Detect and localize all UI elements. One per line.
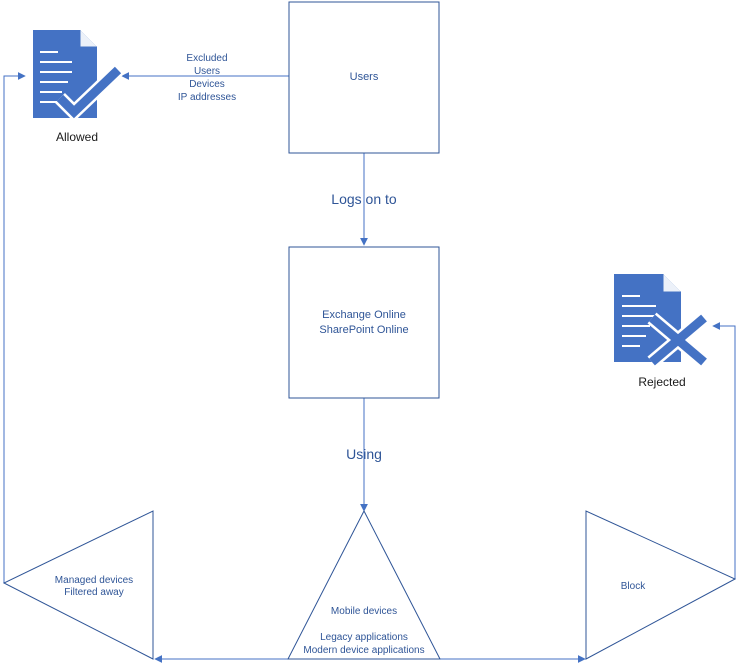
excluded-label-line-2: Users	[194, 66, 220, 77]
block-label: Block	[621, 581, 646, 592]
connector-block-to-rejected	[712, 322, 736, 579]
rejected-label: Rejected	[638, 375, 685, 389]
connector-managed-to-allowed	[3, 72, 26, 583]
excluded-label-line-1: Excluded	[186, 53, 227, 64]
logs-on-label: Logs on to	[331, 191, 397, 207]
mobile-label-line-3: Modern device applications	[303, 645, 424, 656]
users-box	[288, 1, 440, 154]
managed-devices-triangle	[2, 510, 154, 660]
users-label: Users	[350, 71, 379, 83]
services-box	[288, 246, 440, 399]
document-check-icon	[33, 30, 123, 122]
document-cross-icon	[614, 274, 709, 368]
using-label: Using	[346, 446, 382, 462]
excluded-label-line-4: IP addresses	[178, 92, 236, 103]
mobile-label-line-2: Legacy applications	[320, 632, 408, 643]
managed-label-line-1: Managed devices	[55, 575, 133, 586]
services-label-line-1: Exchange Online	[322, 309, 406, 321]
allowed-label: Allowed	[56, 130, 98, 144]
excluded-label-line-3: Devices	[189, 79, 225, 90]
managed-label-line-2: Filtered away	[64, 587, 123, 598]
mobile-devices-triangle	[287, 509, 441, 660]
block-triangle	[585, 510, 737, 660]
mobile-label-line-1: Mobile devices	[331, 606, 397, 617]
services-label-line-2: SharePoint Online	[319, 324, 408, 336]
